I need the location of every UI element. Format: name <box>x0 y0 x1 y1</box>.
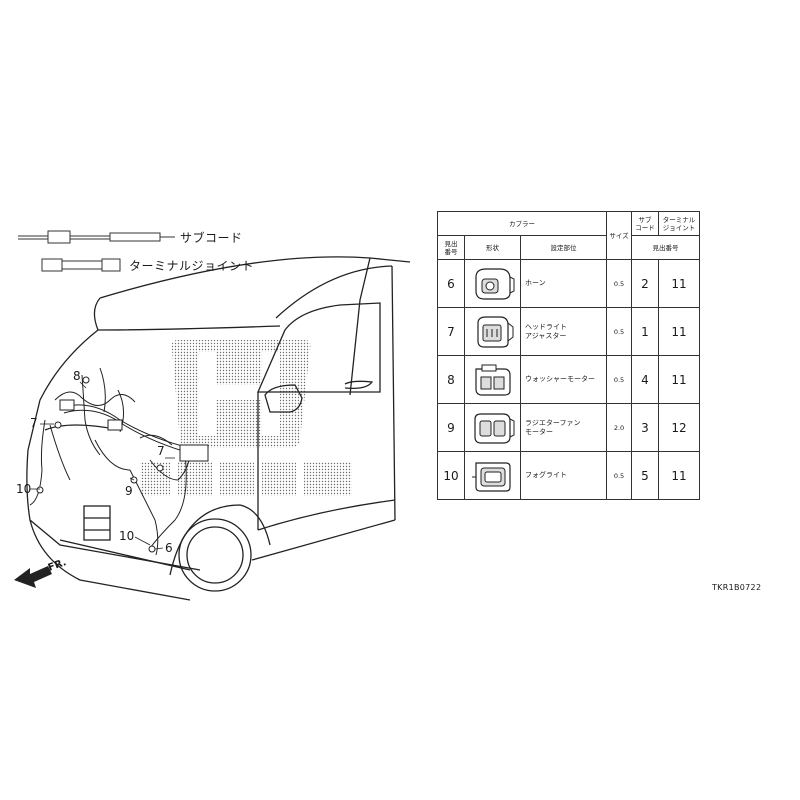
wire-size: 0.5 <box>606 451 632 500</box>
connector-image <box>464 259 521 308</box>
header-coupler: カプラー <box>437 211 607 236</box>
header-size: サイズ <box>606 211 632 260</box>
callout-10-bottom: 10 <box>119 529 135 543</box>
connector-image <box>464 451 521 500</box>
car-outline <box>26 256 411 601</box>
sub-cord-symbol <box>18 230 175 244</box>
header-location: 設定部位 <box>520 235 607 260</box>
connector-radiator-fan-icon <box>473 412 514 444</box>
sub-cord-no: 3 <box>631 403 659 452</box>
drawing-id: TKR1B0722 <box>712 583 762 592</box>
terminal-joint-no: 12 <box>658 403 700 452</box>
wire-size: 2.0 <box>606 403 632 452</box>
header-ref-no-right: 見出番号 <box>631 235 700 260</box>
connector-table: カプラー サイズ サブ コード ターミナル ジョイント 見出 番号 形状 設定部… <box>437 211 700 500</box>
header-shape: 形状 <box>464 235 521 260</box>
table-row: 6 ホーン 0.5 2 11 <box>437 259 700 308</box>
sub-cord-label: サブコード <box>180 231 243 245</box>
terminal-joint-label: ターミナルジョイント <box>129 259 255 273</box>
table-row: 10 フォグライト 0.5 5 11 <box>437 451 700 500</box>
connector-washer-motor-icon <box>474 364 511 396</box>
sub-cord-no: 5 <box>631 451 659 500</box>
table-row: 8 ウォッシャーモーター 0.5 4 11 <box>437 355 700 404</box>
callout-6: 6 <box>165 541 173 555</box>
callout-leaders <box>30 381 175 550</box>
connector-image <box>464 307 521 356</box>
ref-number: 10 <box>437 451 465 500</box>
ref-number: 7 <box>437 307 465 356</box>
callout-8: 8 <box>73 369 81 383</box>
callout-9: 9 <box>125 484 133 498</box>
ref-number: 8 <box>437 355 465 404</box>
location-text: ヘッドライト アジャスター <box>520 307 607 356</box>
location-text: フォグライト <box>520 451 607 500</box>
front-direction-arrow <box>14 566 52 588</box>
ref-number: 6 <box>437 259 465 308</box>
callout-7-left: 7 <box>30 416 38 430</box>
location-text: ホーン <box>520 259 607 308</box>
connector-headlight-adjuster-icon <box>476 315 513 348</box>
callout-10-left: 10 <box>16 482 32 496</box>
connector-image <box>464 403 521 452</box>
ref-number: 9 <box>437 403 465 452</box>
header-sub-cord: サブ コード <box>631 211 659 236</box>
connector-fog-light-icon <box>471 461 511 492</box>
table-row: 9 ラジエターファン モーター 2.0 3 12 <box>437 403 700 452</box>
wire-harness <box>29 367 209 556</box>
connector-image <box>464 355 521 404</box>
terminal-joint-no: 11 <box>658 307 700 356</box>
terminal-joint-no: 11 <box>658 355 700 404</box>
terminal-joint-symbol <box>41 258 121 272</box>
location-text: ウォッシャーモーター <box>520 355 607 404</box>
sub-cord-no: 2 <box>631 259 659 308</box>
connector-horn-icon <box>474 267 514 300</box>
sub-cord-no: 1 <box>631 307 659 356</box>
honda-watermark <box>140 340 352 496</box>
wire-size: 0.5 <box>606 259 632 308</box>
location-text: ラジエターファン モーター <box>520 403 607 452</box>
wire-size: 0.5 <box>606 355 632 404</box>
wire-size: 0.5 <box>606 307 632 356</box>
callout-7-right: 7 <box>157 444 165 458</box>
terminal-joint-no: 11 <box>658 259 700 308</box>
sub-cord-no: 4 <box>631 355 659 404</box>
table-row: 7 ヘッドライト アジャスター 0.5 1 11 <box>437 307 700 356</box>
header-ref-no: 見出 番号 <box>437 235 465 260</box>
header-terminal-joint: ターミナル ジョイント <box>658 211 700 236</box>
terminal-joint-no: 11 <box>658 451 700 500</box>
